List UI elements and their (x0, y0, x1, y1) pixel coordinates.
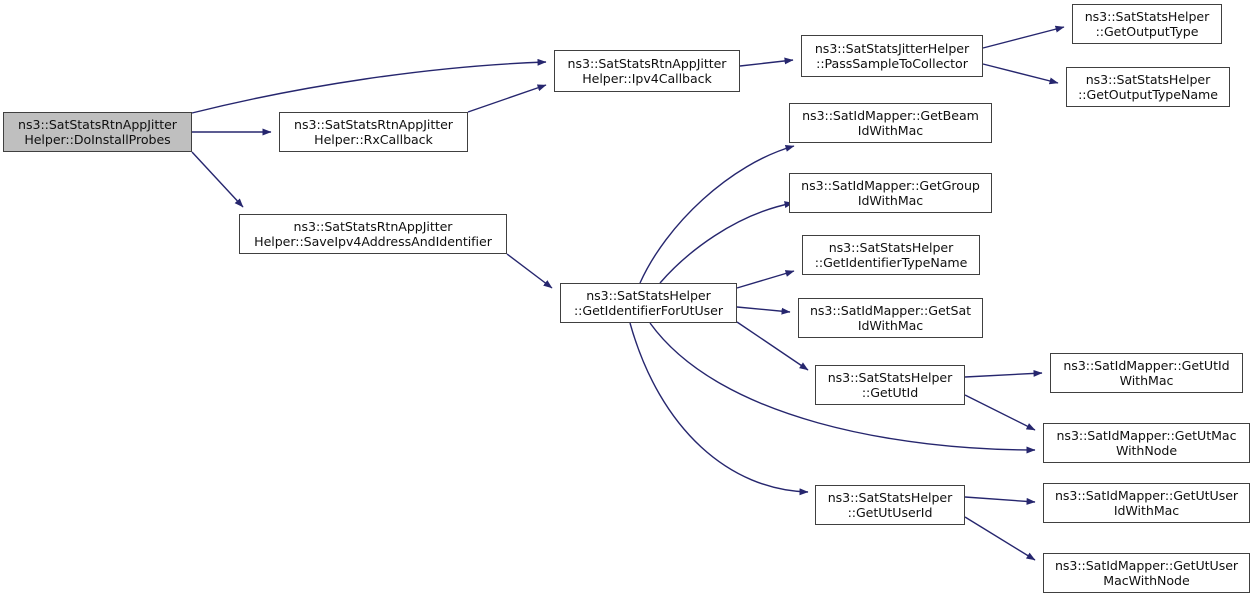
graph-edge-get_identifier_for_ut_user-to-get_beam_id_with_mac (639, 144, 795, 284)
graph-node-label: ns3::SatIdMapper::GetUtUser IdWithMac (1054, 487, 1239, 519)
graph-node-label: ns3::SatIdMapper::GetUtMac WithNode (1056, 427, 1237, 459)
graph-node-get_identifier_for_ut_user[interactable]: ns3::SatStatsHelper ::GetIdentifierForUt… (560, 283, 737, 323)
graph-node-get_ut_id_with_mac[interactable]: ns3::SatIdMapper::GetUtId WithMac (1050, 353, 1243, 393)
graph-node-label: ns3::SatIdMapper::GetSat IdWithMac (809, 302, 972, 334)
graph-edge-get_ut_user_id-to-get_ut_user_mac_with_node (964, 516, 1036, 561)
graph-node-label: ns3::SatStatsRtnAppJitter Helper::SaveIp… (254, 218, 492, 250)
graph-node-get_output_type[interactable]: ns3::SatStatsHelper ::GetOutputType (1072, 4, 1222, 44)
graph-node-label: ns3::SatStatsHelper ::GetIdentifierForUt… (573, 287, 723, 319)
graph-edge-get_identifier_for_ut_user-to-get_ut_user_id (629, 322, 809, 496)
graph-node-save_ipv4_address_and_identifier[interactable]: ns3::SatStatsRtnAppJitter Helper::SaveIp… (239, 214, 507, 254)
graph-node-label: ns3::SatStatsJitterHelper ::PassSampleTo… (814, 40, 970, 72)
graph-node-label: ns3::SatStatsRtnAppJitter Helper::DoInst… (18, 116, 177, 148)
graph-edge-rx_callback-to-ipv4_callback (467, 84, 547, 113)
graph-edge-get_ut_user_id-to-get_ut_user_id_with_mac (964, 496, 1036, 505)
graph-node-label: ns3::SatIdMapper::GetUtUser MacWithNode (1054, 557, 1239, 589)
graph-node-label: ns3::SatStatsHelper ::GetOutputTypeName (1078, 71, 1218, 103)
graph-node-get_group_id_with_mac[interactable]: ns3::SatIdMapper::GetGroup IdWithMac (789, 173, 992, 213)
graph-node-label: ns3::SatStatsRtnAppJitter Helper::Ipv4Ca… (567, 55, 727, 87)
graph-node-get_ut_user_id[interactable]: ns3::SatStatsHelper ::GetUtUserId (815, 485, 965, 525)
graph-node-label: ns3::SatStatsHelper ::GetOutputType (1084, 8, 1210, 40)
graph-edge-get_identifier_for_ut_user-to-get_sat_id_with_mac (736, 306, 791, 315)
graph-node-get_ut_id[interactable]: ns3::SatStatsHelper ::GetUtId (815, 365, 965, 405)
graph-node-get_ut_user_mac_with_node[interactable]: ns3::SatIdMapper::GetUtUser MacWithNode (1043, 553, 1250, 593)
graph-edge-get_identifier_for_ut_user-to-get_identifier_type_name (736, 270, 795, 289)
graph-edge-ipv4_callback-to-pass_sample_to_collector (739, 57, 794, 67)
graph-edge-get_ut_id-to-get_ut_id_with_mac (964, 369, 1043, 378)
graph-edge-do_install_probes-to-ipv4_callback (191, 58, 547, 114)
graph-node-ipv4_callback[interactable]: ns3::SatStatsRtnAppJitter Helper::Ipv4Ca… (554, 50, 740, 92)
graph-node-get_beam_id_with_mac[interactable]: ns3::SatIdMapper::GetBeam IdWithMac (789, 103, 992, 143)
graph-edge-get_ut_id-to-get_ut_mac_with_node (964, 394, 1036, 431)
graph-node-get_ut_user_id_with_mac[interactable]: ns3::SatIdMapper::GetUtUser IdWithMac (1043, 483, 1250, 523)
graph-node-label: ns3::SatStatsHelper ::GetUtUserId (827, 489, 953, 521)
graph-node-get_sat_id_with_mac[interactable]: ns3::SatIdMapper::GetSat IdWithMac (798, 298, 983, 338)
graph-node-label: ns3::SatIdMapper::GetGroup IdWithMac (801, 177, 980, 209)
graph-edge-pass_sample_to_collector-to-get_output_type (982, 25, 1065, 49)
graph-node-do_install_probes[interactable]: ns3::SatStatsRtnAppJitter Helper::DoInst… (3, 112, 192, 152)
graph-node-get_identifier_type_name[interactable]: ns3::SatStatsHelper ::GetIdentifierTypeN… (802, 235, 980, 275)
graph-node-get_output_type_name[interactable]: ns3::SatStatsHelper ::GetOutputTypeName (1066, 67, 1230, 107)
graph-node-label: ns3::SatStatsHelper ::GetUtId (827, 369, 953, 401)
graph-node-label: ns3::SatStatsRtnAppJitter Helper::RxCall… (294, 116, 453, 148)
graph-node-get_ut_mac_with_node[interactable]: ns3::SatIdMapper::GetUtMac WithNode (1043, 423, 1250, 463)
graph-edge-do_install_probes-to-save_ipv4_address_and_identifier (191, 151, 244, 208)
graph-node-label: ns3::SatIdMapper::GetBeam IdWithMac (802, 107, 979, 139)
graph-node-label: ns3::SatStatsHelper ::GetIdentifierTypeN… (814, 239, 968, 271)
graph-edge-save_ipv4_address_and_identifier-to-get_identifier_for_ut_user (506, 253, 553, 289)
graph-edge-pass_sample_to_collector-to-get_output_type_name (982, 63, 1059, 85)
graph-edge-get_identifier_for_ut_user-to-get_group_id_with_mac (659, 201, 794, 284)
graph-node-label: ns3::SatIdMapper::GetUtId WithMac (1063, 357, 1230, 389)
graph-node-rx_callback[interactable]: ns3::SatStatsRtnAppJitter Helper::RxCall… (279, 112, 468, 152)
graph-node-pass_sample_to_collector[interactable]: ns3::SatStatsJitterHelper ::PassSampleTo… (801, 35, 983, 77)
